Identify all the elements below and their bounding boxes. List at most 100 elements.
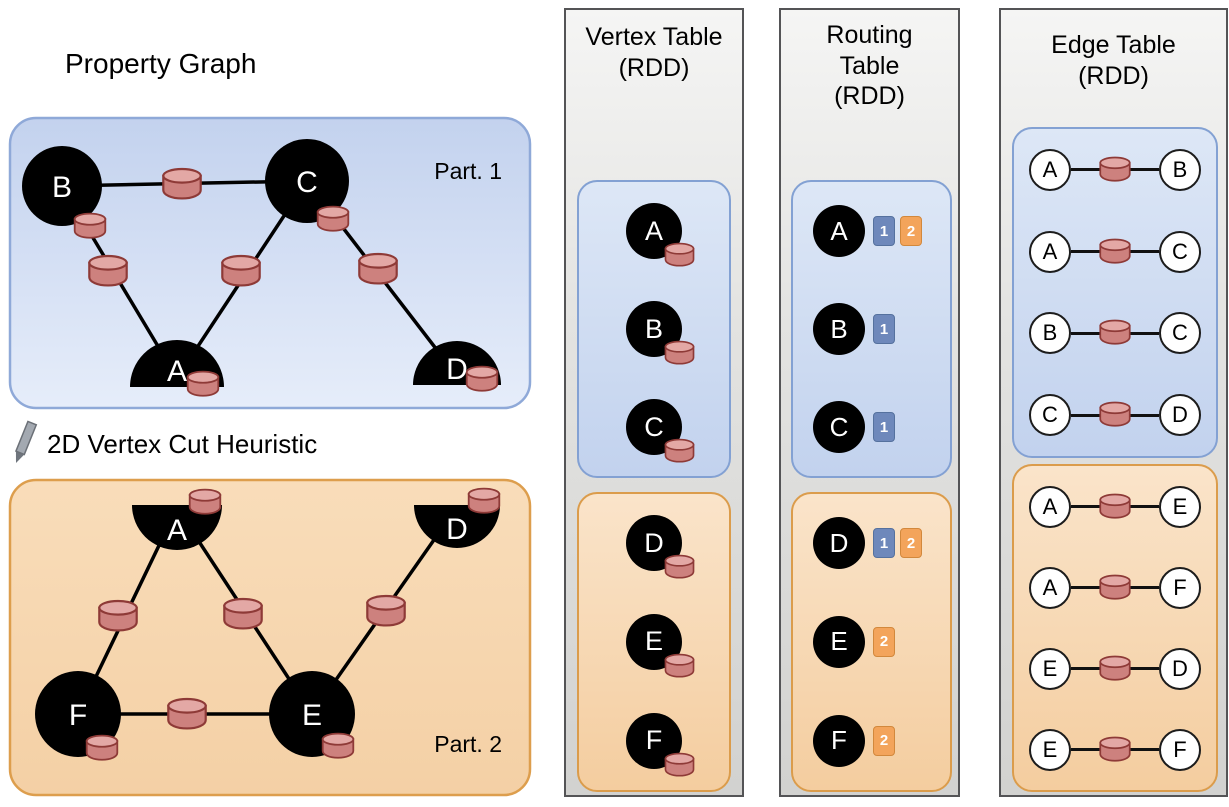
partition-1-label: Part. 1 [434,158,502,184]
vertex-label: D [829,527,849,558]
routing-table-partition-1-box: A 1 2 B 1 C 1 [791,180,952,478]
partition-2-label: Part. 2 [434,731,502,757]
edge-src-circle: A [1029,148,1071,191]
vertex-property-icon [85,734,119,761]
vertex-E-label: E [302,699,322,732]
partition-1-box [8,116,532,410]
edge-line [1071,320,1159,345]
partition-2: Part. 2 A D F E [8,478,532,797]
routing-table-title: Routing Table (RDD) [781,10,958,112]
vertex-C-label: C [296,166,318,199]
edge-src-circle: B [1029,312,1071,355]
edge-property-icon [1099,736,1131,762]
edge-src-circle: A [1029,566,1071,609]
vertex-circle: E [813,615,865,668]
edge-property-icon [366,594,406,627]
edge-dst-circle: C [1159,230,1201,273]
edge-dst-circle: D [1159,394,1201,437]
edge-table-entry: A E [1014,485,1216,528]
routing-table-entry: E 2 [813,615,950,668]
vertex-label: A [1042,493,1058,519]
vertex-table-entry: B [626,301,695,365]
edge-dst-circle: C [1159,312,1201,355]
edge-property-icon [1099,401,1131,427]
partition-2-box [8,478,532,797]
property-graph-figure: Property Graph Part. 1 B C A D [8,48,532,797]
routing-table-title-line: (RDD) [834,82,905,110]
vertex-table-partition-2-box: D E F [577,492,731,792]
vertex-label: D [1172,402,1188,428]
vertex-label: A [1042,156,1058,182]
edge-src-circle: A [1029,485,1071,528]
partition-2-badge: 2 [873,626,895,657]
vertex-F-label: F [69,699,87,732]
vertex-label: C [1172,238,1188,264]
vertex-C [265,139,349,223]
edge-table-entry: A B [1014,148,1216,191]
edge-property-icon [162,167,202,200]
edge-line [1071,736,1159,762]
vertex-label: A [1042,574,1058,600]
vertex-label: B [830,313,848,344]
edge-line [1071,655,1159,681]
vertex-circle: F [813,714,865,767]
vertex-table-entry: D [626,515,695,579]
edge-table-panel: Edge Table (RDD) A B A C B C C D [999,8,1228,797]
edge-dst-circle: E [1159,485,1201,528]
partition-2-badge: 2 [900,528,922,559]
edge-src-circle: E [1029,647,1071,690]
edge-line [1071,574,1159,600]
vertex-label: D [1172,655,1188,681]
edge-table-title-line: Edge Table [1051,31,1176,59]
edge-table-entry: A C [1014,230,1216,273]
vertex-table-panel: Vertex Table (RDD) A B C D E [564,8,744,797]
edge-property-icon [1099,655,1131,681]
vertex-table-entry: A [626,203,695,267]
vertex-property-icon [465,365,499,392]
edge-property-icon [1099,493,1131,519]
vertex-label: A [1042,238,1058,264]
vertex-property-icon [316,205,350,232]
vertex-label: C [829,411,849,442]
vertex-label: F [1173,574,1187,600]
edge-dst-circle: B [1159,148,1201,191]
edge-dst-circle: F [1159,728,1201,771]
edge-property-icon [1099,574,1131,600]
vertex-table-title-line: Vertex Table [585,23,723,51]
vertex-A-label: A [167,355,187,388]
vertex-label: C [1172,320,1188,346]
routing-table-entry: D 1 2 [813,517,950,570]
edge-table-entry: A F [1014,566,1216,609]
vertex-label: E [644,626,663,657]
edge-dst-circle: D [1159,647,1201,690]
edge-property-icon [221,254,261,287]
partition-2-badge: 2 [873,725,895,756]
partition-1-badge: 1 [873,216,895,246]
vertex-label: E [1172,493,1188,519]
edge-table-entry: C D [1014,394,1216,437]
routing-table-entry: C 1 [813,401,950,453]
edge-table-entry: E D [1014,647,1216,690]
edge-table-partition-1-box: A B A C B C C D [1012,127,1218,458]
partition-1-badge: 1 [873,528,895,559]
routing-table-entry: B 1 [813,303,950,355]
routing-table-partition-2-box: D 1 2 E 2 F 2 [791,492,952,792]
vertex-property-icon [664,653,695,678]
routing-table-entry: A 1 2 [813,205,950,257]
partition-1-badge: 1 [873,314,895,344]
vertex-B-label: B [52,171,72,204]
vertex-property-icon [186,370,220,397]
edge-line [1071,156,1159,182]
vertex-label: A [644,215,663,246]
vertex-table-entry: F [626,712,695,777]
edge-src-circle: E [1029,728,1071,771]
vertex-label: F [1173,736,1187,762]
vertex-label: B [644,313,663,344]
vertex-label: C [644,411,664,442]
vertex-label: C [1042,402,1058,428]
edge-table-partition-2-box: A E A F E D E F [1012,464,1218,792]
vertex-circle: C [813,401,865,453]
vertex-property-icon [467,487,501,514]
vertex-label: E [1042,736,1058,762]
vertex-D2-label: D [446,513,468,546]
